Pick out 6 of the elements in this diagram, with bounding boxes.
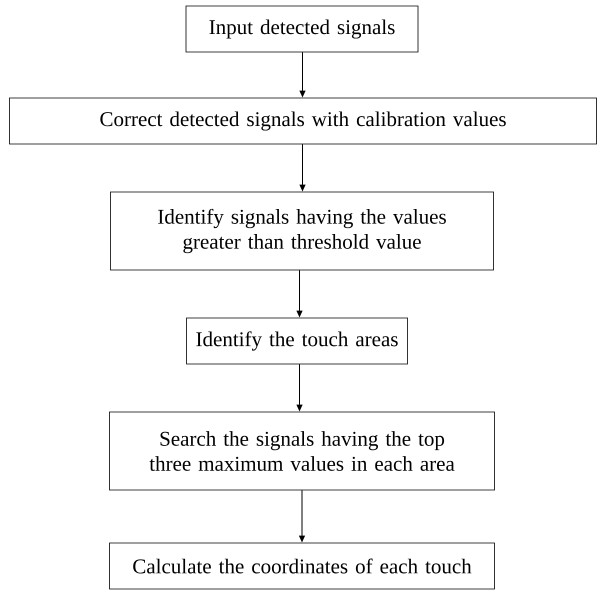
- process-box: Correct detected signals with calibration values: [9, 98, 597, 144]
- process-box: Identify the touch areas: [186, 318, 408, 364]
- process-box: Identify signals having the values greater than threshold value: [110, 192, 494, 270]
- process-box: Input detected signals: [186, 6, 418, 52]
- process-box: Calculate the coordinates of each touch: [109, 542, 495, 590]
- process-box: Search the signals having the top three maximum values in each area: [109, 412, 495, 490]
